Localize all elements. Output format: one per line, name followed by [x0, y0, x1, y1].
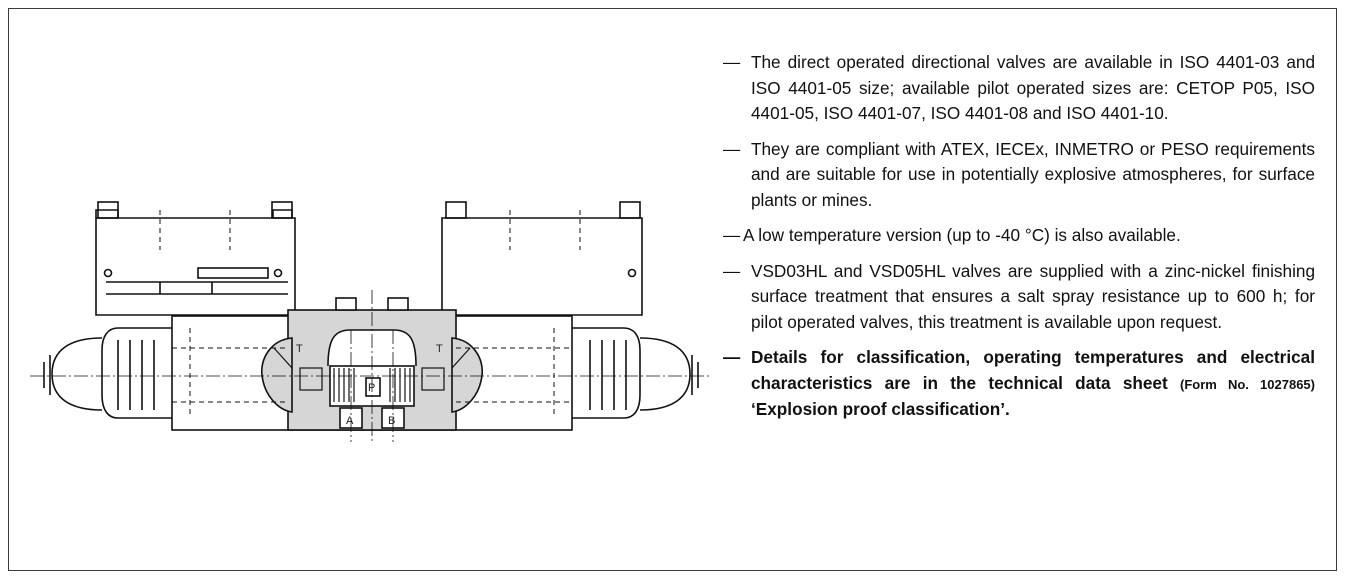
valve-drawing: T T P A B	[30, 190, 710, 450]
left-solenoid-housing	[95, 217, 296, 316]
bullet-item-compliance: — They are compliant with ATEX, IECEx, I…	[723, 137, 1315, 214]
bullet-item-low-temp: — A low temperature version (up to -40 °…	[723, 223, 1315, 249]
bullet-dash: —	[723, 260, 741, 281]
port-label-t-right: T	[436, 343, 443, 355]
form-number-text: (Form No. 1027865)	[1180, 376, 1315, 392]
left-nameplate	[197, 267, 269, 279]
bullet-item-classification: — Details for classification, operating …	[723, 345, 1315, 423]
bullet-dash: —	[723, 52, 741, 72]
bullet-text-after: ‘Explosion proof classification’.	[751, 399, 1010, 419]
port-label-a: A	[346, 415, 354, 427]
bullet-text: The direct operated directional valves a…	[751, 52, 1315, 123]
bullet-dash: —	[723, 347, 741, 367]
right-cap-2	[619, 201, 641, 219]
left-cap-1	[97, 201, 119, 219]
port-label-p: P	[368, 382, 375, 394]
bullet-dash: —	[723, 225, 741, 245]
bullet-text: VSD03HL and VSD05HL valves are supplied …	[751, 260, 1315, 332]
valve-svg: T T P A B	[30, 201, 710, 442]
port-label-t-left: T	[296, 343, 303, 355]
right-cap-1	[445, 201, 467, 219]
bullet-item-sizes: — The direct operated directional valves…	[723, 50, 1315, 127]
bullet-text: They are compliant with ATEX, IECEx, INM…	[751, 138, 1315, 210]
feature-list: — The direct operated directional valves…	[723, 50, 1315, 433]
bullet-text: Details for classification, operating te…	[751, 345, 1315, 423]
right-coil	[572, 327, 641, 419]
bullet-item-zinc-nickel: — VSD03HL and VSD05HL valves are supplie…	[723, 259, 1315, 336]
bullet-dash: —	[723, 138, 741, 159]
port-label-b: B	[388, 415, 395, 427]
left-cap-2	[271, 201, 293, 219]
page-frame	[8, 8, 1337, 571]
bullet-text: A low temperature version (up to -40 °C)…	[743, 225, 1181, 245]
right-solenoid-housing	[441, 217, 643, 316]
left-coil	[101, 327, 172, 419]
bullet-text-before: Details for classification, operating te…	[751, 347, 1315, 393]
